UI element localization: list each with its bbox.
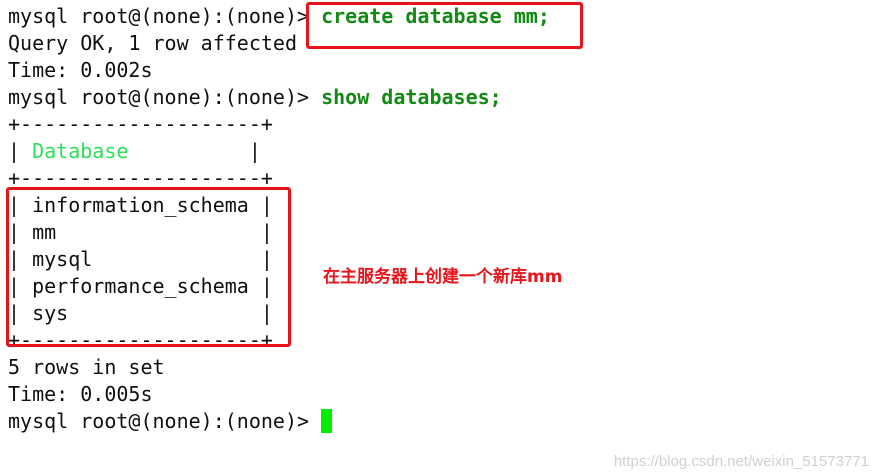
table-row-text: performance_schema |: [32, 274, 273, 298]
watermark: https://blog.csdn.net/weixin_51573771: [613, 453, 869, 470]
prompt-line-show: mysql root@(none):(none)> show databases…: [8, 84, 502, 111]
create-command: create database mm;: [321, 4, 550, 28]
table-row-text: sys |: [32, 301, 273, 325]
show-command: show databases;: [321, 85, 502, 109]
table-border-top: +--------------------+: [8, 112, 273, 136]
table-left-edge: |: [8, 139, 33, 163]
table-row-text: information_schema |: [32, 193, 273, 217]
table-row-text: mm |: [32, 220, 273, 244]
prompt: mysql root@(none):(none)>: [8, 85, 322, 109]
table-header-pad: |: [128, 139, 261, 163]
highlight-box-database-list: [6, 187, 291, 347]
table-left-edge: |: [8, 220, 33, 244]
table-row: | mysql |: [8, 246, 273, 273]
table-left-edge: |: [8, 301, 33, 325]
annotation-label: 在主服务器上创建一个新库mm: [323, 267, 563, 287]
prompt-line-create: mysql root@(none):(none)> create databas…: [8, 3, 550, 30]
prompt: mysql root@(none):(none)>: [8, 409, 322, 433]
query-ok-line: Query OK, 1 row affected: [8, 31, 297, 55]
table-border-bottom: +--------------------+: [8, 328, 273, 352]
time-line-2: Time: 0.005s: [8, 382, 153, 406]
table-header-row: | Database |: [8, 138, 261, 165]
table-row: | performance_schema |: [8, 273, 273, 300]
table-row: | sys |: [8, 300, 273, 327]
rows-in-set-line: 5 rows in set: [8, 355, 165, 379]
table-row-text: mysql |: [32, 247, 273, 271]
text-cursor: [321, 409, 333, 433]
table-row: | information_schema |: [8, 192, 273, 219]
highlight-box-create-command: [306, 2, 583, 49]
time-line-1: Time: 0.002s: [8, 58, 153, 82]
table-header: Database: [32, 139, 129, 163]
table-border-mid: +--------------------+: [8, 166, 273, 190]
active-prompt-line[interactable]: mysql root@(none):(none)>: [8, 408, 333, 435]
prompt: mysql root@(none):(none)>: [8, 4, 322, 28]
table-left-edge: |: [8, 274, 33, 298]
table-left-edge: |: [8, 247, 33, 271]
table-row: | mm |: [8, 219, 273, 246]
table-left-edge: |: [8, 193, 33, 217]
